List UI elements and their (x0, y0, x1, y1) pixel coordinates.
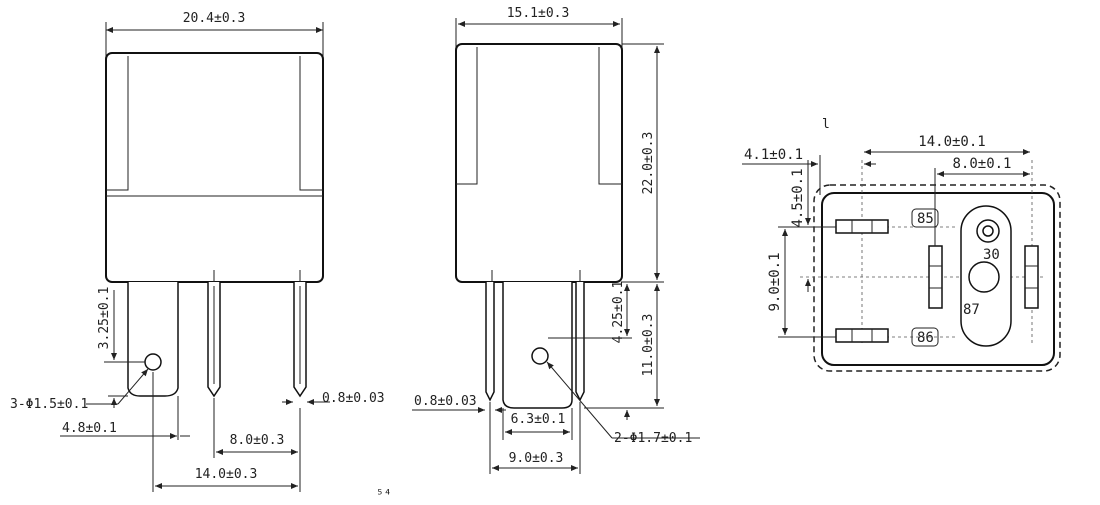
front-pin-spacing-small-label: 8.0±0.3 (230, 433, 285, 448)
terminal-87-hole (968, 261, 1000, 293)
footprint-dim-total-label: 14.0±0.1 (918, 134, 985, 150)
side-height-label: 22.0±0.3 (641, 132, 656, 195)
terminal-85-label: 85 (917, 211, 934, 227)
side-hole-label: 2-Φ1.7±0.1 (614, 431, 692, 446)
front-hole (144, 353, 162, 371)
side-pin-length-label: 11.0±0.3 (641, 314, 656, 377)
front-pin-spacing-large-label: 14.0±0.3 (195, 467, 258, 482)
stray-mark-1: l (822, 117, 830, 132)
front-tab-offset-label: 4.8±0.1 (62, 421, 117, 436)
relay-body-side (455, 43, 623, 283)
side-width-label: 15.1±0.3 (507, 6, 570, 21)
side-hole (531, 347, 549, 365)
side-pin-right (575, 282, 585, 402)
terminal-30-label: 30 (983, 247, 1000, 263)
front-pin-width-label: 0.8±0.03 (322, 391, 385, 406)
front-width-label: 20.4±0.3 (183, 11, 246, 26)
relay-body-front (105, 52, 324, 283)
footprint-view: 30 87 85 86 4.1±0.1 14.0±0.1 8.0±0.1 4.5… (742, 134, 1061, 372)
front-hole-label: 3-Φ1.5±0.1 (10, 397, 88, 412)
footprint-slot-right (1024, 245, 1039, 309)
footprint-dim-vertical-large-label: 9.0±0.1 (767, 252, 783, 311)
footprint-slot-85 (835, 219, 889, 234)
side-tab-width-label: 6.3±0.1 (511, 412, 566, 427)
footprint-slot-center (928, 245, 943, 309)
side-pin-spacing-label: 9.0±0.3 (509, 451, 564, 466)
footprint-dim-left-label: 4.1±0.1 (744, 147, 803, 163)
front-pin-offset-label: 3.25±0.1 (97, 287, 112, 350)
footprint-slot-86 (835, 328, 889, 343)
footprint-dim-vertical-small-label: 4.5±0.1 (790, 168, 806, 227)
footprint-outline-dashed (813, 184, 1061, 372)
stray-mark-2: ⁵⁴ (376, 488, 392, 503)
side-pin-offset-label: 4.25±0.1 (611, 281, 626, 344)
terminal-86-label: 86 (917, 330, 934, 346)
front-view: 20.4±0.3 3.25±0.1 3-Φ1.5±0.1 0.8±0.03 (10, 11, 385, 492)
side-view: 15.1±0.3 22.0±0.3 4.25±0.1 11.0±0.3 0.8±… (412, 6, 700, 474)
terminal-87-label: 87 (963, 302, 980, 318)
side-tab-terminal (502, 282, 573, 409)
footprint-dim-right-label: 8.0±0.1 (952, 156, 1011, 172)
side-pin-width-label: 0.8±0.03 (414, 394, 477, 409)
terminal-30-hole (982, 225, 994, 237)
side-pin-left (485, 282, 495, 402)
